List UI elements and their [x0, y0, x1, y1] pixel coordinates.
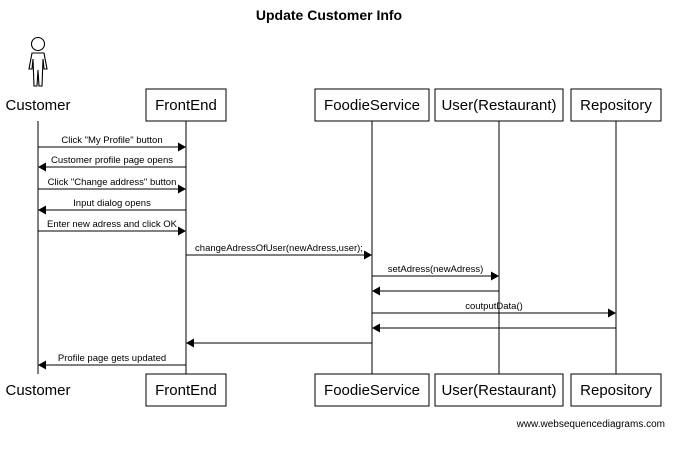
participant-foodie-bottom: FoodieService — [314, 373, 430, 407]
participant-label: FoodieService — [324, 382, 420, 399]
arrowhead-icon — [608, 308, 616, 318]
participant-box — [434, 88, 564, 122]
message-3: Click "Change address" button — [38, 177, 186, 194]
lifelines — [37, 121, 617, 374]
participants: CustomerCustomerFrontEndFrontEndFoodieSe… — [5, 36, 662, 407]
message-6: changeAdressOfUser(newAdress,user); — [186, 243, 372, 260]
participant-customer-bottom: Customer — [5, 382, 70, 399]
participant-label: User(Restaurant) — [441, 97, 556, 114]
message-8 — [372, 286, 499, 296]
message-label: Click "Change address" button — [48, 177, 177, 188]
participant-label: User(Restaurant) — [441, 382, 556, 399]
message-12: Profile page gets updated — [38, 353, 186, 370]
participant-frontend-top: FrontEnd — [145, 88, 227, 122]
participant-restaurant-top: User(Restaurant) — [434, 88, 564, 122]
message-9: coutputData() — [372, 301, 616, 318]
message-label: Click "My Profile" button — [61, 135, 162, 146]
message-5: Enter new adress and click OK — [38, 219, 186, 236]
participant-customer-top: Customer — [5, 97, 70, 114]
message-label: coutputData() — [465, 301, 523, 312]
participant-label: Customer — [5, 97, 70, 114]
participant-box — [570, 88, 662, 122]
participant-repository-top: Repository — [570, 88, 662, 122]
participant-label: Customer — [5, 382, 70, 399]
participant-restaurant-bottom: User(Restaurant) — [434, 373, 564, 407]
participant-label: FoodieService — [324, 97, 420, 114]
arrowhead-icon — [38, 162, 46, 172]
participant-label: FrontEnd — [155, 97, 217, 114]
message-label: changeAdressOfUser(newAdress,user); — [195, 243, 363, 254]
arrowhead-icon — [372, 286, 380, 296]
arrowhead-icon — [38, 360, 46, 370]
arrowhead-icon — [178, 184, 186, 194]
participant-box — [314, 373, 430, 407]
arrowhead-icon — [38, 205, 46, 215]
message-11 — [186, 338, 372, 348]
message-4: Input dialog opens — [38, 198, 186, 215]
message-label: Customer profile page opens — [51, 155, 173, 166]
participant-repository-bottom: Repository — [570, 373, 662, 407]
actor-icon — [28, 36, 48, 87]
participant-label: FrontEnd — [155, 382, 217, 399]
credit-text: www.websequencediagrams.com — [516, 419, 665, 430]
message-label: Input dialog opens — [73, 198, 151, 209]
participant-foodie-top: FoodieService — [314, 88, 430, 122]
message-7: setAdress(newAdress) — [372, 264, 499, 281]
message-label: Profile page gets updated — [58, 353, 166, 364]
message-1: Click "My Profile" button — [38, 135, 186, 152]
participant-label: Repository — [580, 97, 652, 114]
participant-box — [434, 373, 564, 407]
message-2: Customer profile page opens — [38, 155, 186, 172]
message-label: Enter new adress and click OK — [47, 219, 178, 230]
arrowhead-icon — [372, 323, 380, 333]
arrowhead-icon — [186, 338, 194, 348]
participant-frontend-bottom: FrontEnd — [145, 373, 227, 407]
participant-box — [570, 373, 662, 407]
arrowhead-icon — [178, 142, 186, 152]
message-10 — [372, 323, 616, 333]
arrowhead-icon — [364, 250, 372, 260]
participant-box — [145, 373, 227, 407]
message-label: setAdress(newAdress) — [388, 264, 484, 275]
diagram-title: Update Customer Info — [256, 7, 402, 23]
participant-box — [314, 88, 430, 122]
arrowhead-icon — [178, 226, 186, 236]
participant-label: Repository — [580, 382, 652, 399]
participant-box — [145, 88, 227, 122]
arrowhead-icon — [491, 271, 499, 281]
